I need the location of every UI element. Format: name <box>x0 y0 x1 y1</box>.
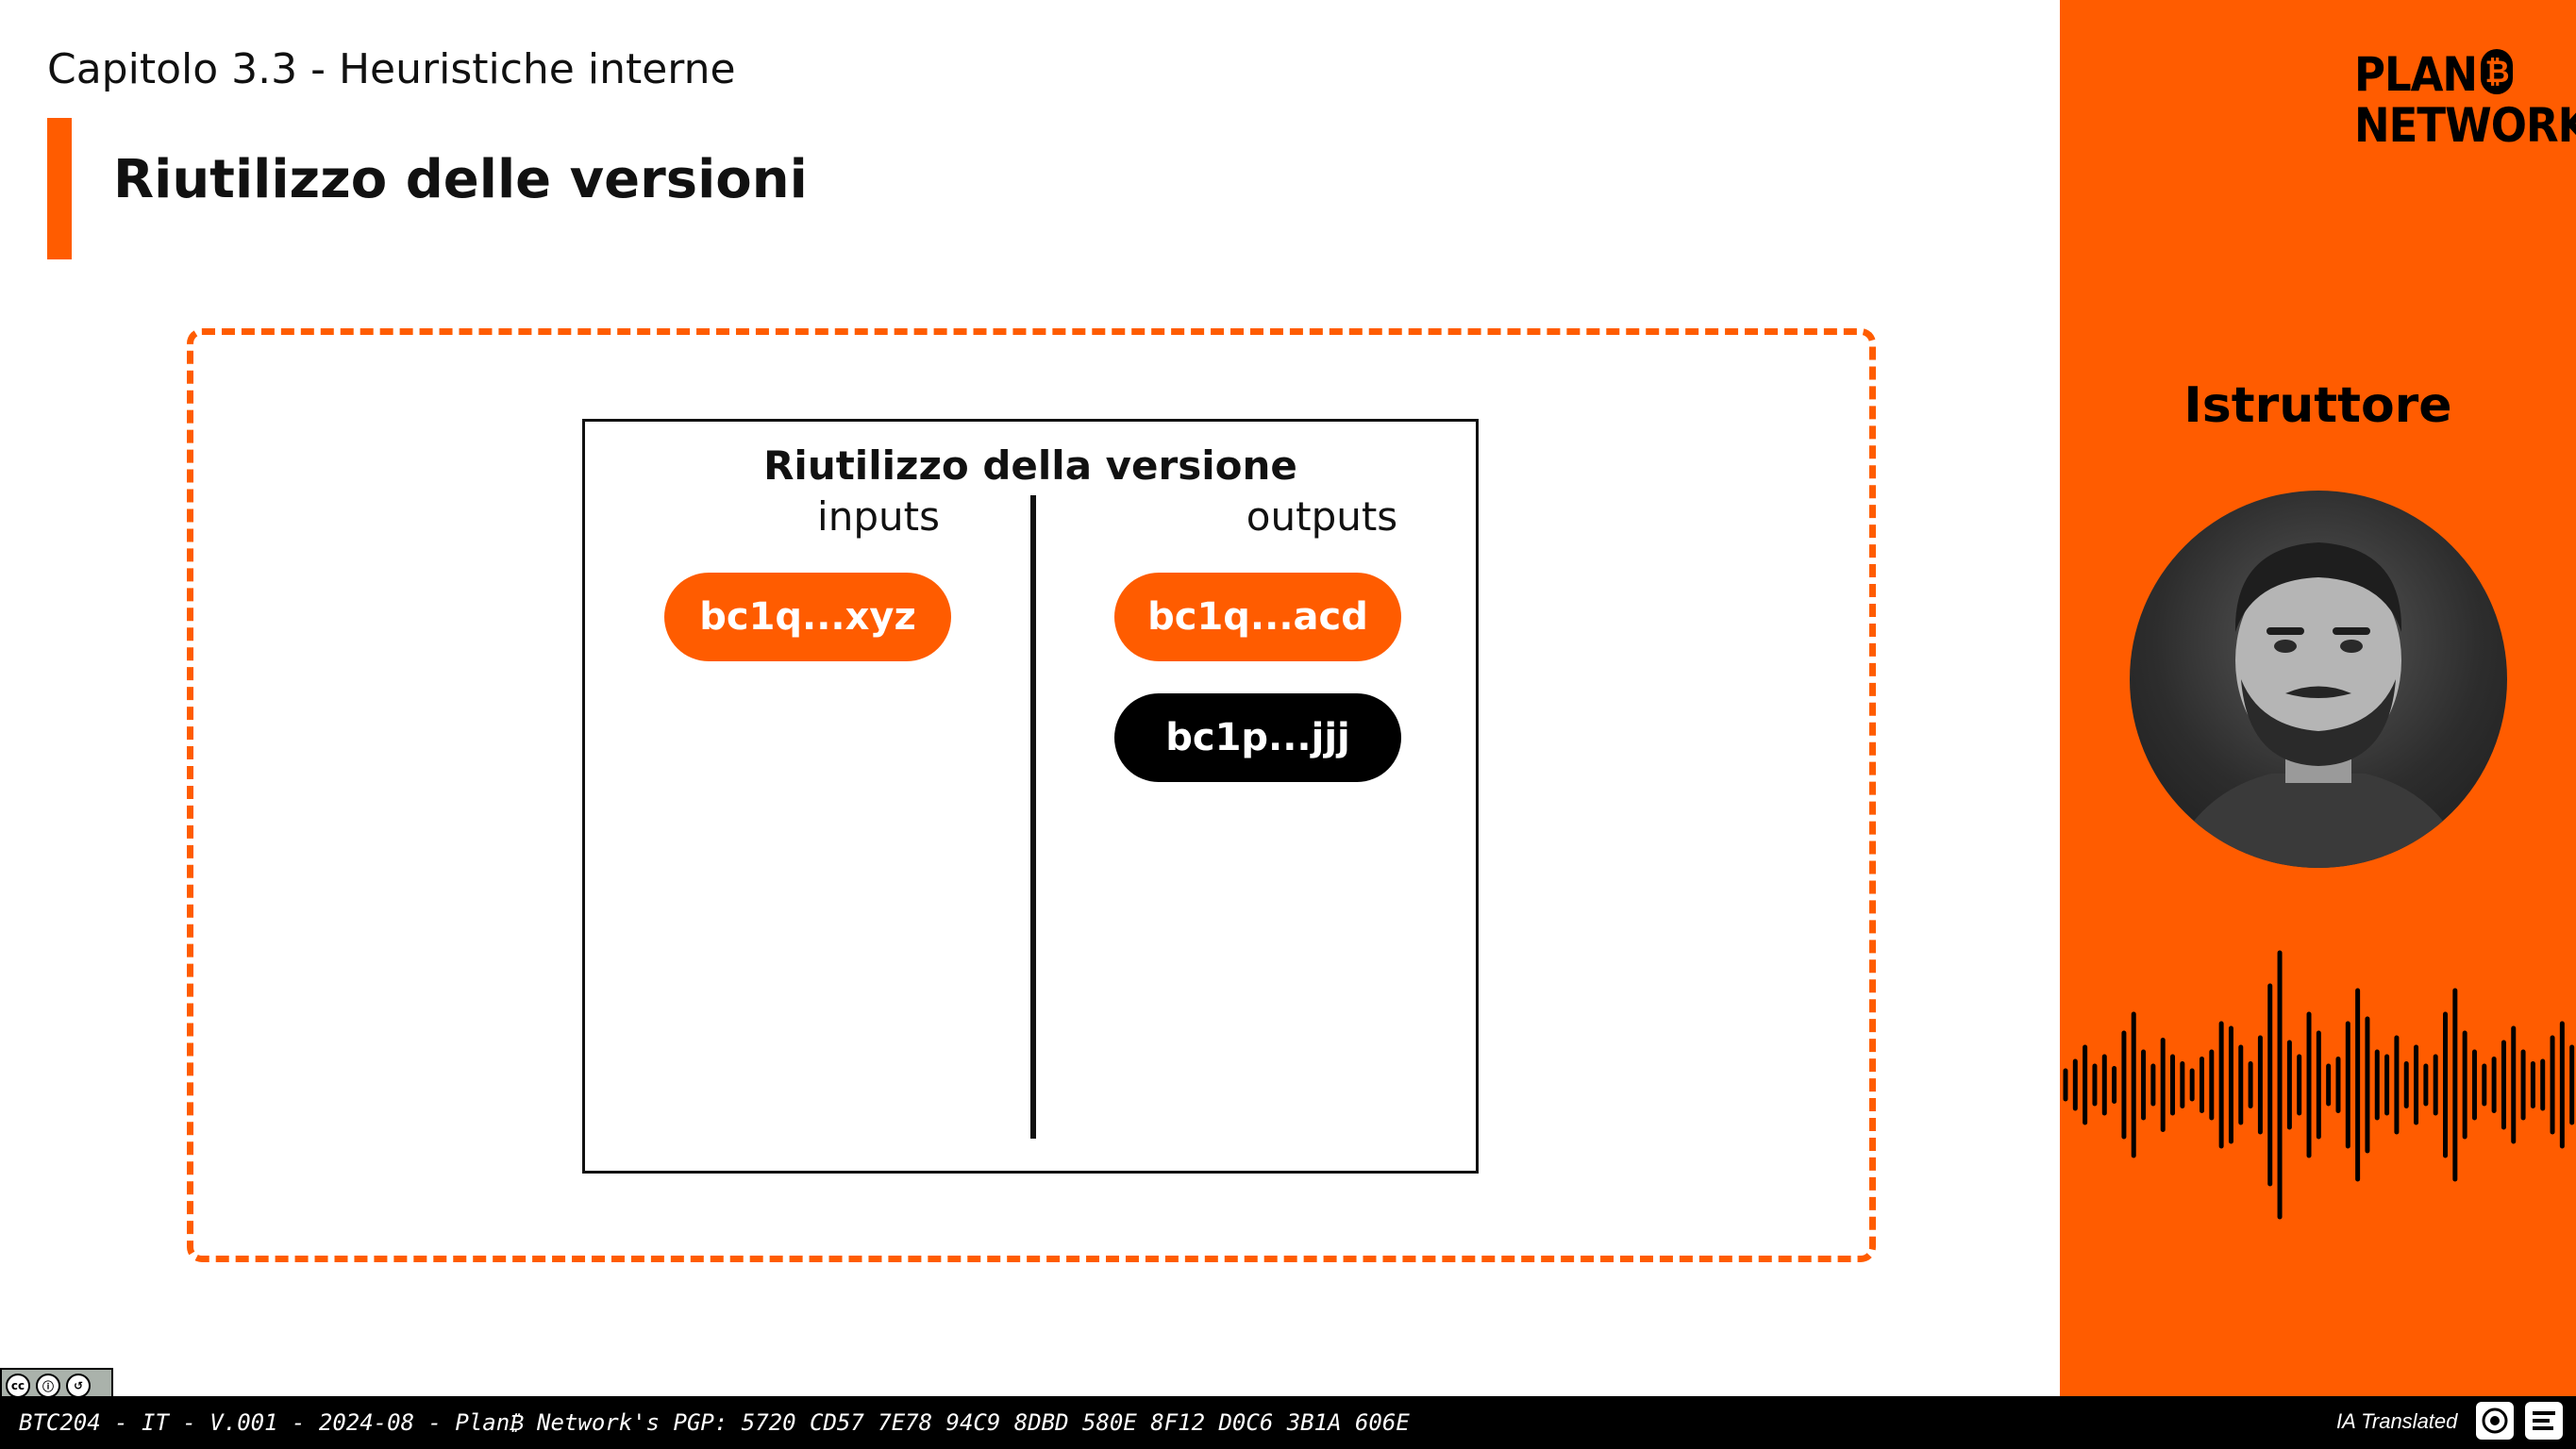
transaction-diagram: Riutilizzo della versione inputs outputs… <box>582 419 1479 1174</box>
instructor-avatar <box>2130 491 2507 868</box>
inputs-heading: inputs <box>817 493 940 540</box>
output-address-pill: bc1q...acd <box>1114 573 1401 661</box>
plan-b-network-logo: PLAN₿ NETWORK <box>2354 47 2576 153</box>
slide-title: Riutilizzo delle versioni <box>113 149 808 210</box>
instructor-photo-icon <box>2167 542 2469 868</box>
diagram-title: Riutilizzo della versione <box>763 442 1297 489</box>
outputs-heading: outputs <box>1246 493 1398 540</box>
chapter-title: Capitolo 3.3 - Heuristiche interne <box>47 45 736 93</box>
input-address-pill: bc1q...xyz <box>664 573 951 661</box>
openai-icon <box>2476 1402 2514 1440</box>
partner-logo-icon <box>2525 1402 2563 1440</box>
instructor-label: Istruttore <box>2183 377 2452 434</box>
footer-bar: BTC204 - IT - V.001 - 2024-08 - Plan₿ Ne… <box>0 1396 2576 1449</box>
column-divider <box>1030 495 1036 1139</box>
footer-info: BTC204 - IT - V.001 - 2024-08 - Plan₿ Ne… <box>19 1409 1410 1436</box>
bitcoin-b-icon: ₿ <box>2481 49 2514 94</box>
ia-translated-label: IA Translated <box>2336 1409 2458 1433</box>
logo-text-network: NETWORK <box>2354 98 2576 153</box>
output-address-pill: bc1p...jjj <box>1114 693 1401 782</box>
diagram-frame <box>187 328 1876 1262</box>
audio-waveform-icon <box>2063 950 2575 1220</box>
logo-text-plan: PLAN <box>2354 47 2478 102</box>
instructor-panel: PLAN₿ NETWORK Istruttore <box>2060 0 2576 1396</box>
title-accent-bar <box>47 118 72 259</box>
